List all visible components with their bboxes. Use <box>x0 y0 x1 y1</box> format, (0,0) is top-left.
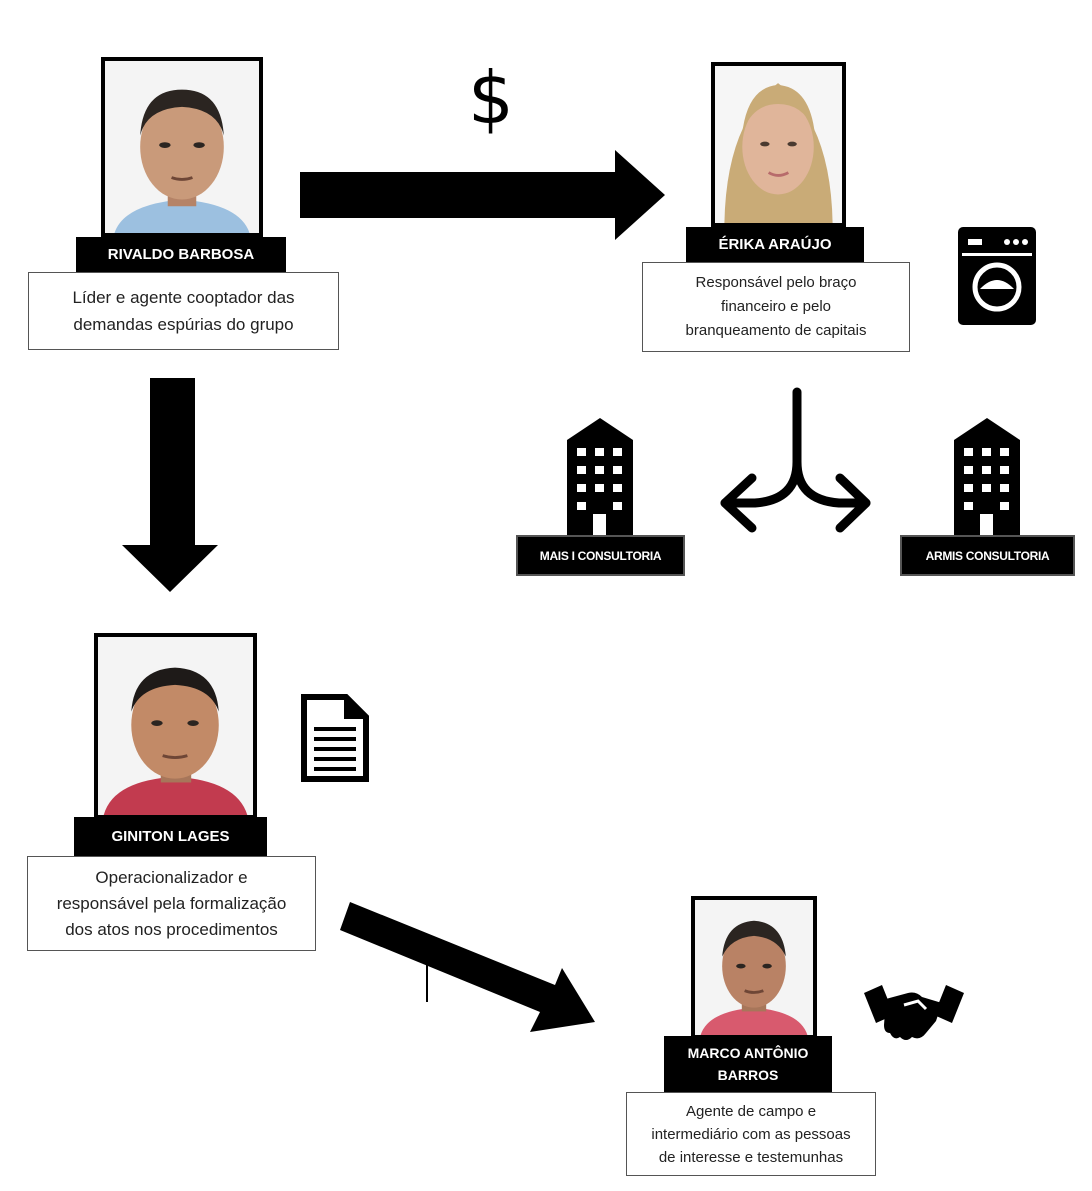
erika-photo <box>711 62 846 227</box>
dollar-icon: $ <box>468 56 514 140</box>
giniton-role-text: Operacionalizador e responsável pela for… <box>56 867 287 939</box>
building-icon <box>567 418 633 536</box>
document-icon <box>301 694 369 782</box>
marco-photo <box>691 896 817 1039</box>
handshake-icon <box>864 985 964 1040</box>
rivaldo-role-text: Líder e agente cooptador das demandas es… <box>72 288 295 334</box>
giniton-photo <box>94 633 257 819</box>
giniton-name: GINITON LAGES <box>74 817 267 857</box>
rivaldo-role: Líder e agente cooptador das demandas es… <box>28 272 339 350</box>
company-armis-consultoria: ARMIS CONSULTORIA <box>900 535 1075 576</box>
erika-role: Responsável pelo braço financeiro e pelo… <box>642 262 910 352</box>
washing-machine-icon <box>958 227 1036 325</box>
rivaldo-name: RIVALDO BARBOSA <box>76 237 286 273</box>
marco-name-text: MARCO ANTÔNIO BARROS <box>687 1045 809 1083</box>
marco-name: MARCO ANTÔNIO BARROS <box>664 1036 832 1092</box>
marco-role-text: Agente de campo e intermediário com as p… <box>651 1102 851 1166</box>
arrow-giniton-to-marco <box>340 902 595 1032</box>
giniton-role: Operacionalizador e responsável pela for… <box>27 856 316 951</box>
arrow-rivaldo-to-erika <box>300 150 665 240</box>
rivaldo-photo <box>101 57 263 237</box>
split-arrow-icon <box>720 387 871 533</box>
erika-name: ÉRIKA ARAÚJO <box>686 227 864 263</box>
company-mais-consultoria: MAIS I CONSULTORIA <box>516 535 685 576</box>
erika-role-text: Responsável pelo braço financeiro e pelo… <box>685 274 867 339</box>
arrow-rivaldo-to-giniton <box>122 378 218 592</box>
building-icon <box>954 418 1020 536</box>
marco-role: Agente de campo e intermediário com as p… <box>626 1092 876 1176</box>
